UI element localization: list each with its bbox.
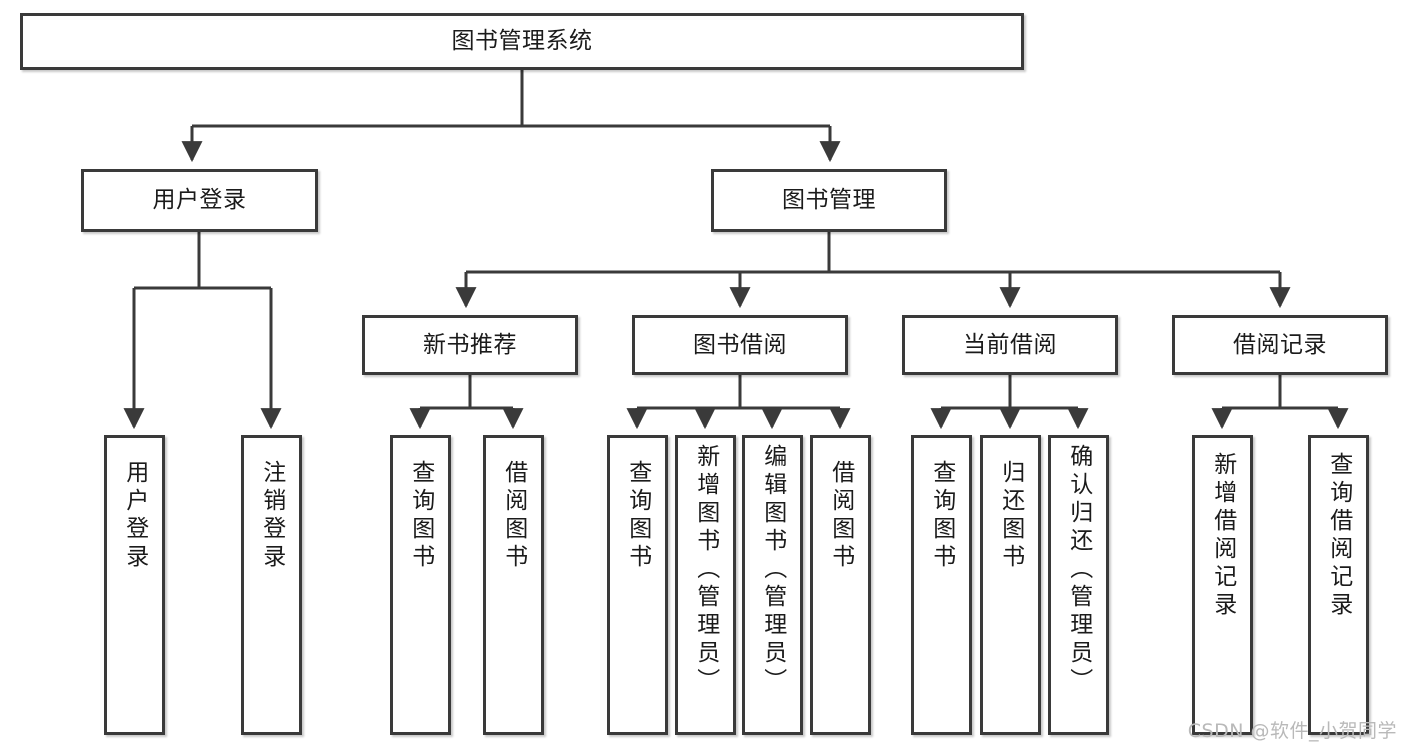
node-label: 新书推荐 — [423, 331, 517, 358]
node-label: 借阅图书 — [500, 460, 527, 572]
leaf-current-borrow-confirm[interactable]: 确认归还（管理员） — [1048, 435, 1109, 735]
leaf-book-borrow-edit[interactable]: 编辑图书（管理员） — [742, 435, 803, 735]
leaf-new-book-query[interactable]: 查询图书 — [390, 435, 451, 735]
node-label: 图书管理 — [782, 187, 876, 214]
leaf-book-borrow-borrow[interactable]: 借阅图书 — [810, 435, 871, 735]
node-label: 确认归还（管理员） — [1065, 444, 1092, 696]
node-label: 查询图书 — [407, 460, 434, 572]
node-label: 查询图书 — [928, 460, 955, 572]
node-label: 新增图书（管理员） — [692, 444, 719, 696]
node-new-book-recommend[interactable]: 新书推荐 — [362, 315, 578, 375]
node-label: 用户登录 — [121, 460, 148, 572]
node-label: 查询图书 — [624, 460, 651, 572]
node-label: 用户登录 — [152, 187, 247, 214]
node-user-login[interactable]: 用户登录 — [81, 169, 318, 232]
node-label: 归还图书 — [997, 460, 1024, 572]
leaf-book-borrow-add[interactable]: 新增图书（管理员） — [675, 435, 736, 735]
node-label: 图书借阅 — [693, 331, 787, 358]
leaf-borrow-record-add[interactable]: 新增借阅记录 — [1192, 435, 1253, 735]
node-book-management[interactable]: 图书管理 — [711, 169, 947, 232]
leaf-user-login-logout[interactable]: 注销登录 — [241, 435, 302, 735]
leaf-user-login-login[interactable]: 用户登录 — [104, 435, 165, 735]
node-label: 查询借阅记录 — [1325, 452, 1352, 620]
leaf-current-borrow-query[interactable]: 查询图书 — [911, 435, 972, 735]
node-current-borrow[interactable]: 当前借阅 — [902, 315, 1118, 375]
node-label: 图书管理系统 — [451, 28, 593, 55]
leaf-book-borrow-query[interactable]: 查询图书 — [607, 435, 668, 735]
leaf-new-book-borrow[interactable]: 借阅图书 — [483, 435, 544, 735]
node-label: 新增借阅记录 — [1209, 452, 1236, 620]
node-label: 借阅记录 — [1233, 331, 1327, 358]
node-borrow-record[interactable]: 借阅记录 — [1172, 315, 1388, 375]
node-label: 编辑图书（管理员） — [759, 444, 786, 696]
node-root-system[interactable]: 图书管理系统 — [20, 13, 1024, 70]
node-label: 借阅图书 — [827, 460, 854, 572]
node-label: 注销登录 — [258, 460, 285, 572]
leaf-borrow-record-query[interactable]: 查询借阅记录 — [1308, 435, 1369, 735]
connectors — [123, 69, 1349, 430]
node-label: 当前借阅 — [963, 331, 1057, 358]
node-book-borrow[interactable]: 图书借阅 — [632, 315, 848, 375]
leaf-current-borrow-return[interactable]: 归还图书 — [980, 435, 1041, 735]
